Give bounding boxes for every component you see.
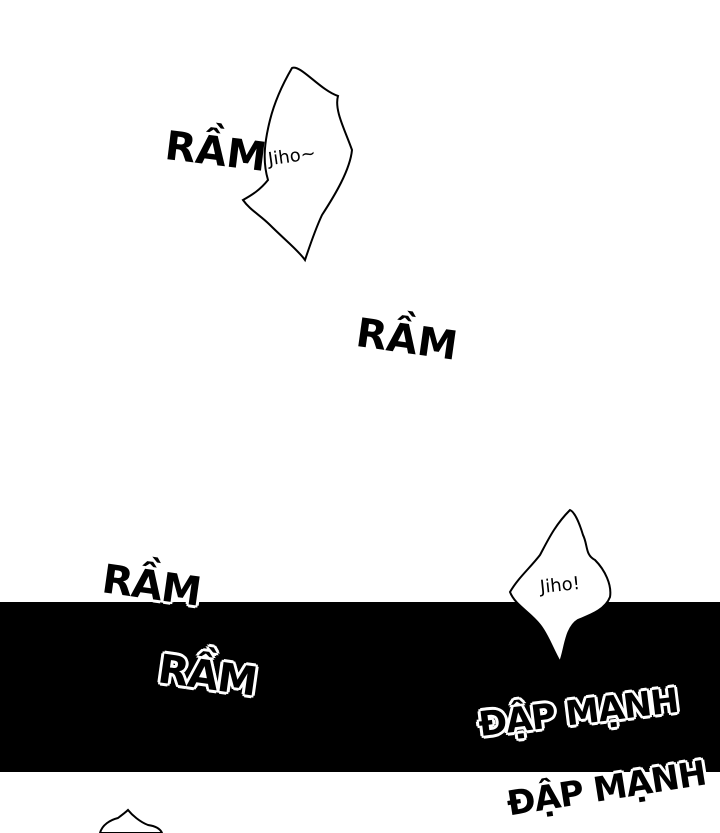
speech-bubble-1 — [241, 66, 354, 263]
bubble-2-text: Jiho! — [539, 572, 581, 599]
sfx-ram-1: RẦM — [162, 122, 269, 182]
speech-bubble-3 — [98, 808, 164, 833]
speech-bubble-2 — [508, 508, 612, 665]
black-panel-band — [0, 602, 720, 772]
